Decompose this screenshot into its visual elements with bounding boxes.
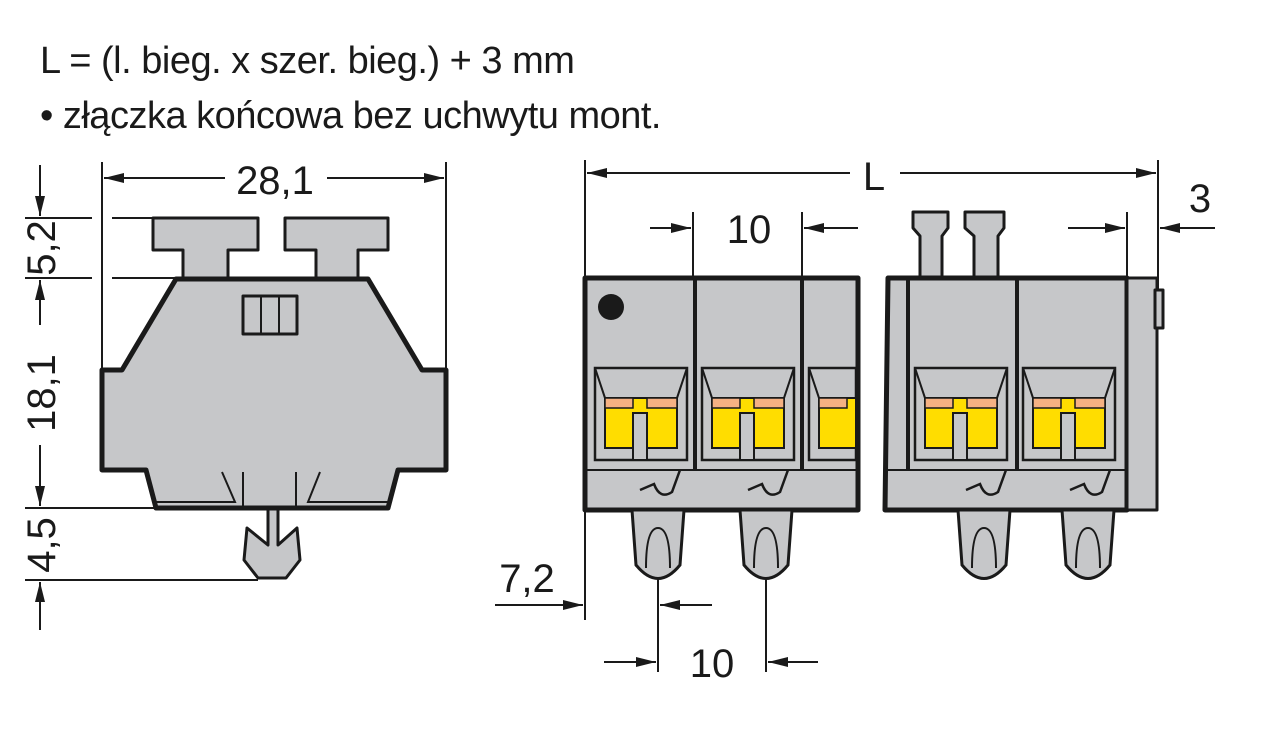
contact-slot xyxy=(1060,412,1076,461)
length-formula: L = (l. bieg. x szer. bieg.) + 3 mm xyxy=(40,40,575,82)
contact-slot xyxy=(739,412,755,461)
test-pin xyxy=(630,508,686,580)
pitch-top-dimension: 10 xyxy=(650,208,858,252)
pin-latch xyxy=(639,469,682,496)
offset-label: 7,2 xyxy=(499,557,555,601)
window-bevel xyxy=(594,367,688,399)
pitch-bottom-label: 10 xyxy=(690,642,735,686)
foot-dim-label: 4,5 xyxy=(20,517,64,573)
housing-side xyxy=(99,276,449,511)
top-tab-left xyxy=(151,216,260,280)
side-view: 28,1 5,2 18,1 4,5 xyxy=(20,159,449,630)
end-plate xyxy=(1125,276,1159,512)
test-pin xyxy=(956,508,1012,580)
window-bevel xyxy=(1022,367,1116,399)
test-pin xyxy=(738,508,794,580)
offset-dimension: 7,2 xyxy=(495,557,712,610)
pin-groove xyxy=(971,526,997,569)
window-bevel xyxy=(808,367,857,399)
spring xyxy=(1074,397,1106,409)
marker-slot xyxy=(241,294,299,336)
end-plate-label: 3 xyxy=(1189,177,1211,221)
width-dimension: 28,1 xyxy=(104,159,444,203)
mounting-foot xyxy=(242,507,302,580)
length-dim-label: L xyxy=(863,155,885,199)
window-bevel xyxy=(701,367,795,399)
pin-latch xyxy=(747,469,790,496)
pin-groove xyxy=(1075,526,1101,569)
jumper-tab xyxy=(963,210,1006,280)
pin-groove xyxy=(645,526,671,569)
spring xyxy=(753,397,785,409)
top-dim-label: 5,2 xyxy=(20,220,64,276)
body-dim-label: 18,1 xyxy=(20,354,64,432)
spring xyxy=(966,397,998,409)
window-bevel xyxy=(914,367,1008,399)
spring xyxy=(646,397,678,409)
spring xyxy=(604,397,634,409)
polarity-dot xyxy=(598,294,624,320)
spring xyxy=(924,397,954,409)
contact-slot xyxy=(632,412,648,461)
pin-latch xyxy=(965,469,1008,496)
spring xyxy=(711,397,741,409)
jumper-tab xyxy=(911,210,950,280)
width-dim-label: 28,1 xyxy=(236,159,314,203)
end-plate-dimension: 3 xyxy=(1068,177,1215,233)
top-tab-right xyxy=(283,216,390,280)
front-view: L 10 3 7,2 10 xyxy=(495,155,1215,686)
pitch-top-label: 10 xyxy=(727,208,772,252)
pin-groove xyxy=(753,526,779,569)
contact-slot xyxy=(952,412,968,461)
end-terminal-note: • złączka końcowa bez uchwytu mont. xyxy=(40,95,662,137)
length-dimension: L xyxy=(587,155,1156,199)
spring xyxy=(818,397,848,409)
test-pin xyxy=(1060,508,1116,580)
pin-latch xyxy=(1069,469,1112,496)
end-plate-latch xyxy=(1153,288,1165,330)
pitch-bottom-dimension: 10 xyxy=(604,642,818,686)
spring xyxy=(1032,397,1062,409)
